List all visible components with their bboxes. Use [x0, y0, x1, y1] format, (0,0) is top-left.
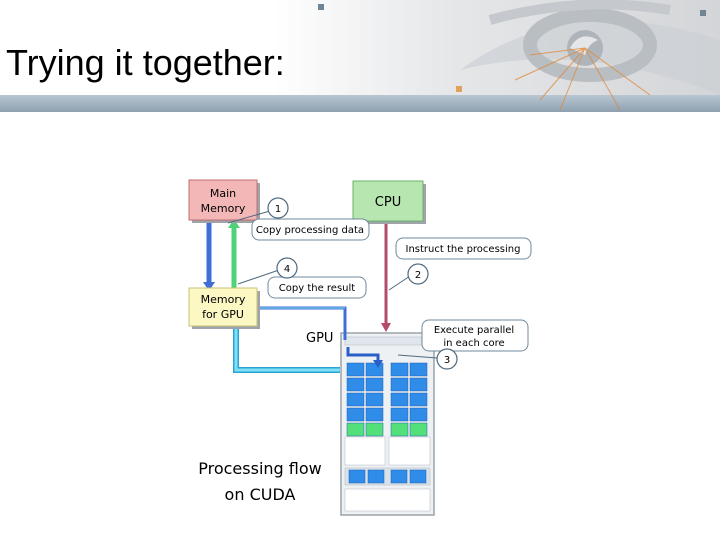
main-memory-box: Main Memory: [188, 179, 260, 223]
gpu-label: GPU: [306, 331, 333, 346]
gpu-core-cell: [365, 392, 384, 407]
slide-title: Trying it together:: [6, 42, 285, 83]
gpu-memory-box: Memory for GPU: [188, 287, 260, 329]
instruct-arrow: [381, 222, 391, 332]
cpu-box: CPU: [352, 180, 426, 224]
step-3-callout: Execute parallel in each core 3: [397, 319, 529, 370]
step-2-text: Instruct the processing: [406, 244, 521, 255]
gpu-memory-label-line1: Memory: [201, 293, 246, 306]
result-return-arrow: [233, 328, 340, 373]
step-1-callout: Copy processing data 1: [227, 197, 370, 241]
data-to-gpu-arrow: [258, 306, 347, 340]
gpu-core-cell: [409, 377, 428, 392]
caption-line2: on CUDA: [225, 485, 296, 504]
core-execute-arrow: [346, 347, 383, 368]
gpu-shared-core-cell: [409, 469, 427, 484]
gpu-core-cell: [346, 392, 365, 407]
gpu-core-grid: [346, 362, 428, 484]
gpu-core-cell: [390, 362, 409, 377]
cpu-label: CPU: [375, 195, 401, 210]
gpu-shared-core-cell: [390, 469, 408, 484]
gpu-shared-core-cell: [367, 469, 385, 484]
copy-result-arrow-green: [228, 219, 240, 288]
gpu-core-cell: [390, 377, 409, 392]
gpu-core-cell: [409, 407, 428, 422]
step-2-callout: Instruct the processing 2: [388, 237, 532, 291]
gpu-core-cell: [365, 362, 384, 377]
eye-logo-icon: [460, 0, 720, 111]
step-2-number: 2: [415, 270, 421, 281]
gpu-core-cell: [390, 407, 409, 422]
step-4-callout: Copy the result 4: [237, 257, 367, 299]
gpu-core-cell: [365, 422, 384, 437]
step-1-text: Copy processing data: [256, 225, 364, 236]
gpu-core-cell: [390, 392, 409, 407]
copy-data-arrow-blue: [203, 222, 215, 291]
step-3-text-line2: in each core: [443, 338, 504, 349]
step-4-number: 4: [284, 264, 290, 275]
slide-header: Trying it together:: [0, 0, 720, 112]
main-memory-label-line1: Main: [210, 187, 236, 200]
caption-line1: Processing flow: [198, 459, 321, 478]
gpu-core-cell: [365, 407, 384, 422]
step-4-text: Copy the result: [279, 283, 356, 294]
gpu-core-cell: [409, 362, 428, 377]
gpu-core-cell: [346, 362, 365, 377]
header-deco-square: [318, 4, 324, 10]
gpu-core-cell: [390, 422, 409, 437]
step-3-number: 3: [444, 355, 450, 366]
gpu-core-cell: [365, 377, 384, 392]
main-memory-label-line2: Memory: [201, 202, 246, 215]
gpu-core-cell: [346, 422, 365, 437]
header-deco-square: [700, 10, 706, 16]
step-1-number: 1: [275, 204, 281, 215]
gpu-core-cell: [409, 422, 428, 437]
header-deco-square: [456, 86, 462, 92]
gpu-memory-label-line2: for GPU: [202, 308, 244, 321]
gpu-core-cell: [346, 377, 365, 392]
gpu-core-cell: [409, 392, 428, 407]
step-3-text-line1: Execute parallel: [434, 325, 514, 336]
gpu-core-cell: [346, 407, 365, 422]
gpu-shared-core-cell: [348, 469, 366, 484]
